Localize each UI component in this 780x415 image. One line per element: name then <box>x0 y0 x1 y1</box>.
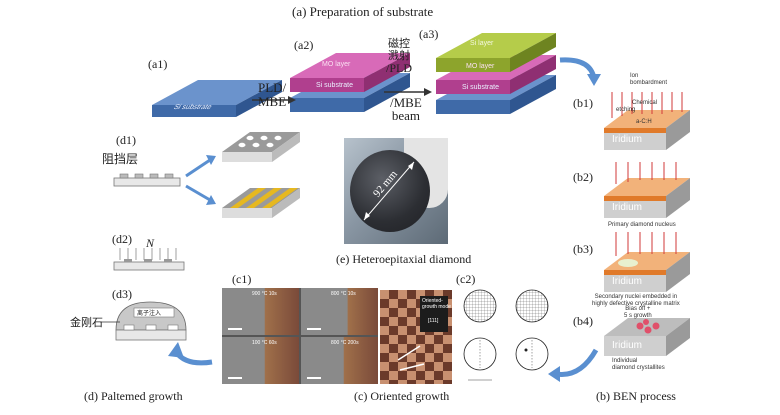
d1-hole-pattern-plate <box>222 132 300 162</box>
sem-image-grid: 900 °C 10s 800 °C 10s 100 °C 60s 800 °C … <box>222 288 378 384</box>
sem-panel-3: 100 °C 60s <box>222 337 299 384</box>
n-label: N <box>146 236 155 250</box>
arrow-b-to-c <box>555 348 599 377</box>
sem-panel-2: 800 °C 10s <box>301 288 378 335</box>
a2-si-substrate-label: Si substrate <box>316 82 353 89</box>
barrier-layer-label: 阻挡层 <box>102 152 139 166</box>
label-b2: (b2) <box>573 170 593 184</box>
label-b1: (b1) <box>573 96 593 110</box>
a-ch-label: a-C:H <box>636 119 652 125</box>
wafer-photo: 92 mm <box>344 138 448 244</box>
b3-iridium-block <box>604 252 690 292</box>
ion-arrows-b2 <box>615 162 677 184</box>
b2-iridium-block <box>604 178 690 218</box>
ion-implant-label: 离子注入 <box>137 310 162 317</box>
label-b3: (b3) <box>573 242 593 256</box>
bias-off-label: Bias off +5 s growth <box>624 306 652 319</box>
b4-iridium-label: Iridium <box>612 340 643 351</box>
ion-arrows-b3 <box>615 232 677 256</box>
sputter-label: 磁控 溅射 /PLD <box>386 37 413 75</box>
label-a1: (a1) <box>148 57 168 71</box>
b2-iridium-label: Iridium <box>612 202 643 213</box>
oriented-growth-scheme: Oriented-growth mode [111] <box>380 290 452 384</box>
b3-iridium-label: Iridium <box>612 276 643 287</box>
sem-panel-1: 900 °C 10s <box>222 288 299 335</box>
section-b-caption: (b) BEN process <box>596 389 676 403</box>
label-a2: (a2) <box>294 38 314 52</box>
orientation-label: [111] <box>428 318 439 324</box>
label-a3: (a3) <box>419 27 439 41</box>
b1-iridium-block <box>604 110 690 150</box>
a3-block <box>436 33 556 114</box>
pld-mbe-label: PLD/MBE <box>258 80 287 109</box>
section-a-title: (a) Preparation of substrate <box>292 4 434 19</box>
a1-si-substrate-label: Si substrate <box>171 104 213 111</box>
b4-iridium-block <box>604 318 690 356</box>
a3-si-substrate-label: Si substrate <box>462 84 499 91</box>
arrow-a1-a2 <box>252 96 296 104</box>
section-c-caption: (c) Oriented growth <box>354 389 450 403</box>
sem-panel-4: 800 °C 200s <box>301 337 378 384</box>
label-c1: (c1) <box>232 272 252 286</box>
a1-si-substrate-block <box>152 80 282 117</box>
primary-nuclei-label: Primary diamond nucleus <box>608 222 676 228</box>
d3-diamond-structure <box>100 301 187 341</box>
d1-arrows <box>185 155 216 205</box>
label-d1: (d1) <box>116 133 136 147</box>
label-c2: (c2) <box>456 272 476 286</box>
label-d2: (d2) <box>112 232 132 246</box>
section-e-caption: (e) Heteroepitaxial diamond <box>336 252 472 266</box>
diamond-label: 金刚石 <box>70 316 103 329</box>
d1-stripe-pattern-plate <box>222 188 300 218</box>
a2-mo-layer-label: MO layer <box>322 61 351 68</box>
a3-mo-layer-label: MO layer <box>466 63 495 70</box>
label-d3: (d3) <box>112 287 132 301</box>
section-d-caption: (d) Paltemed growth <box>84 389 183 403</box>
d2-substrate <box>113 248 185 271</box>
d1-substrate <box>113 173 181 187</box>
arrow-a2-a3 <box>384 88 432 96</box>
diamond-wafer <box>350 150 430 232</box>
b1-iridium-label: Iridium <box>612 134 643 145</box>
ion-arrows-b1 <box>611 92 683 118</box>
a3-si-layer-label: Si layer <box>470 40 494 47</box>
label-b4: (b4) <box>573 314 593 328</box>
oriented-mode-label: Oriented-growth mode <box>422 298 451 310</box>
pole-figures <box>463 289 549 381</box>
